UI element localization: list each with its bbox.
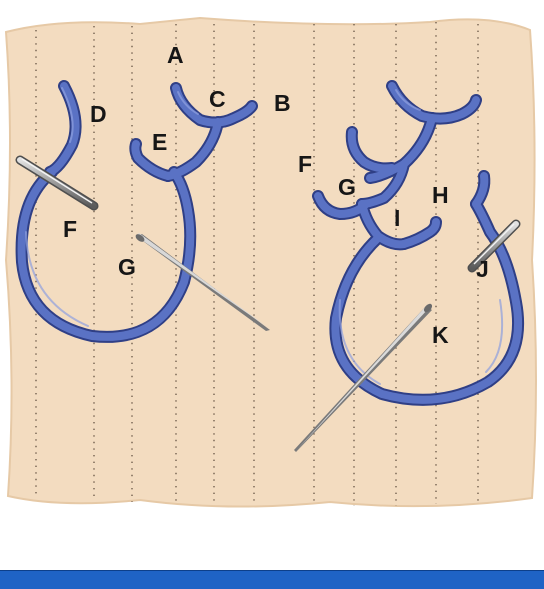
label-a: A — [167, 44, 184, 67]
bottom-bar — [0, 570, 544, 589]
label-f-right: F — [298, 153, 312, 176]
label-k: K — [432, 324, 449, 347]
label-e: E — [152, 131, 167, 154]
label-i: I — [394, 207, 400, 230]
label-j: J — [476, 258, 489, 281]
label-c: C — [209, 88, 226, 111]
label-g-left: G — [118, 256, 136, 279]
label-d: D — [90, 103, 107, 126]
label-f-left: F — [63, 218, 77, 241]
label-b: B — [274, 92, 291, 115]
label-h: H — [432, 184, 449, 207]
label-g-right: G — [338, 176, 356, 199]
fabric-swatch — [6, 18, 536, 507]
